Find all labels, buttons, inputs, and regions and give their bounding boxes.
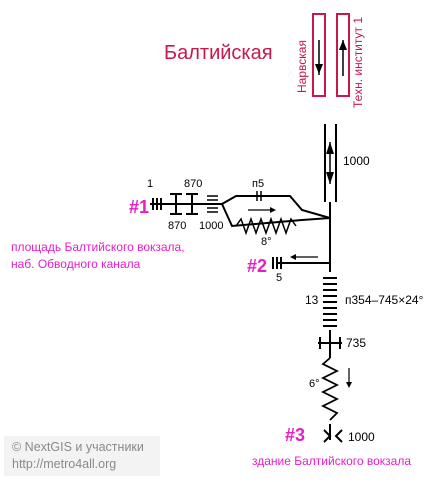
exit1-number: #1 — [129, 197, 149, 217]
platform-track-left — [312, 13, 326, 97]
direction-label-tech-institute: Техн. институт 1 — [351, 17, 365, 108]
direction-label-narvskaya: Нарвская — [295, 40, 309, 93]
arrow-left-icon — [290, 254, 318, 260]
station-title: Балтийская — [164, 42, 273, 64]
escalator-updown-icon — [326, 142, 334, 184]
escalator-middle-count: 13 — [305, 293, 319, 307]
escalator-upper-label: 1000 — [343, 154, 370, 168]
exit1-label-top-left: 1 — [147, 178, 153, 190]
escalator-middle — [323, 277, 337, 327]
door-marker-label: 735 — [346, 336, 366, 350]
exit1-label-bottom-mid: 870 — [168, 220, 186, 232]
exit1-label-slope: 8° — [261, 236, 272, 248]
exit3-marker-left — [323, 429, 332, 443]
exit3-marker-right — [334, 429, 343, 443]
credits-link[interactable]: http://metro4all.org — [12, 457, 117, 471]
door-marker — [318, 337, 342, 349]
exit1-label-top-mid: 870 — [184, 178, 202, 190]
escalator-middle-detail: п354–745×24° — [345, 293, 424, 307]
exit2-threshold-marks — [272, 257, 282, 269]
exit1-upper-branch — [221, 195, 331, 219]
exit1-description-line1: площадь Балтийского вокзала, — [11, 240, 185, 254]
exit2-number: #2 — [247, 256, 267, 276]
exit1-threshold-marks — [152, 198, 162, 210]
exit1-label-bottom-right: 1000 — [199, 220, 223, 232]
exit3-number: #3 — [285, 425, 305, 445]
exit1-upper-stairs — [256, 191, 262, 201]
arrow-down-small-icon — [346, 368, 352, 388]
exit1-label-upper-branch: п5 — [252, 178, 264, 190]
arrow-right-icon — [248, 207, 276, 213]
exit1-stairs — [207, 195, 218, 213]
exit1-lower-branch — [221, 203, 331, 228]
platform-track-right — [336, 13, 350, 97]
arrow-down-icon — [315, 40, 323, 75]
exit1-slope — [235, 216, 297, 236]
arrow-up-icon — [339, 40, 347, 76]
lower-slope-label: 6° — [309, 378, 320, 390]
credits: © NextGIS и участники http://metro4all.o… — [4, 436, 160, 476]
exit2-label: 5 — [276, 272, 282, 284]
exit1-description-line2: наб. Обводного канала — [11, 257, 141, 271]
lower-slope — [320, 357, 340, 421]
exit3-label: 1000 — [348, 430, 375, 444]
exit1-door-marks — [170, 193, 198, 215]
credits-copyright: © NextGIS и участники — [12, 440, 144, 454]
escalator-upper — [324, 124, 337, 202]
exit3-description: здание Балтийского вокзала — [252, 454, 411, 468]
